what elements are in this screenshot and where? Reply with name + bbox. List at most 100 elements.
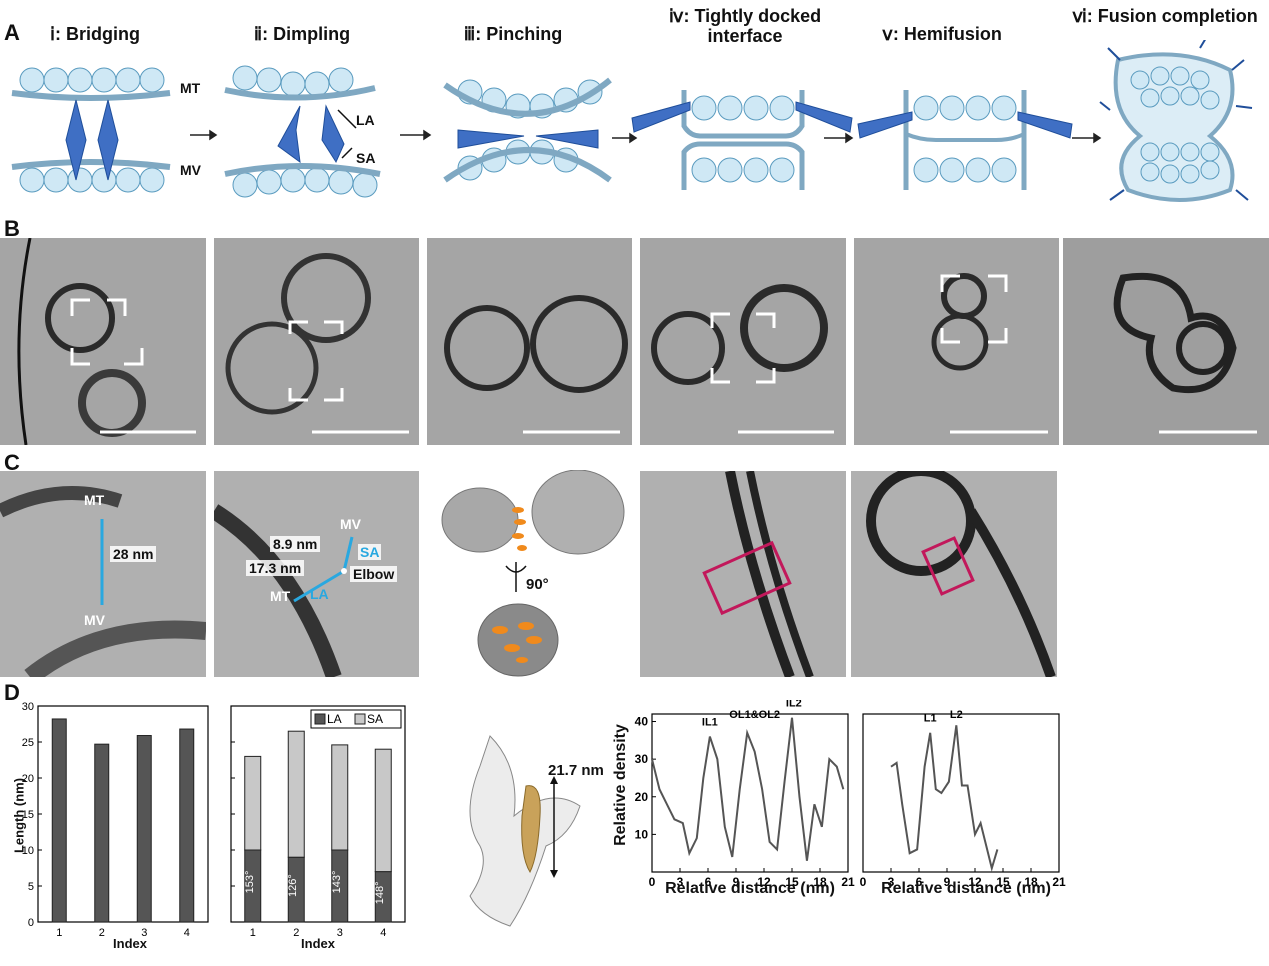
chart1-ylabel: Length (nm) bbox=[11, 777, 27, 854]
chart2-legend-swatch-sa bbox=[354, 713, 366, 725]
stage-dimpling-drawing bbox=[232, 65, 378, 198]
chart2-legend-sa: SA bbox=[367, 712, 383, 726]
chart1-ytick-label: 25 bbox=[22, 737, 34, 749]
chart3-ytick-label: 40 bbox=[635, 715, 649, 729]
c2-label-elbow: Elbow bbox=[350, 566, 398, 582]
chart-length: 0 5 10 15 20 25 30 1 2 3 4 bbox=[22, 701, 209, 939]
chart3-xtick-label: 3 bbox=[677, 875, 684, 889]
chart4-frame bbox=[862, 713, 1060, 873]
chart2-legend-la: LA bbox=[327, 712, 342, 726]
c2-dist-la: 17.3 nm bbox=[246, 560, 305, 576]
em-image-docked bbox=[640, 238, 846, 445]
chart1-ytick-label: 0 bbox=[28, 917, 34, 929]
c1-label-mt: MT bbox=[84, 492, 105, 508]
chart2-xlabel: Index bbox=[301, 936, 335, 951]
chart3-annotation: IL1 bbox=[702, 716, 718, 728]
label-la: LA bbox=[356, 112, 375, 128]
chart2-angle-label: 126° bbox=[287, 874, 299, 897]
stage-pinching-drawing bbox=[443, 77, 612, 183]
chart1-xtick-label: 3 bbox=[141, 927, 147, 939]
chart1-ytick-label: 15 bbox=[22, 809, 34, 821]
c2-label-la: LA bbox=[310, 586, 329, 602]
chart3-xlabel: Relative distance (nm) bbox=[665, 880, 835, 897]
chart2-bar-sa bbox=[374, 748, 392, 873]
stage-title-pinching: ⅲ: Pinching bbox=[463, 24, 563, 44]
vesicle-3d-render bbox=[441, 470, 625, 677]
chart3-ylabel: Relative density bbox=[612, 724, 629, 846]
fusion-schematic bbox=[11, 40, 1253, 202]
chart2-xtick-label: 3 bbox=[337, 927, 343, 939]
chart3-ytick-label: 20 bbox=[635, 790, 649, 804]
chart3-frame bbox=[651, 713, 849, 873]
density-length-label: 21.7 nm bbox=[548, 762, 604, 779]
em-image-bridging bbox=[0, 238, 206, 445]
c2-dist-sa: 8.9 nm bbox=[270, 536, 321, 552]
chart4-line bbox=[890, 725, 999, 873]
stage-title-fusion: ⅵ: Fusion completion bbox=[1072, 6, 1258, 26]
panel-letter-a: A bbox=[4, 20, 20, 45]
chart2-angle-label: 143° bbox=[331, 871, 343, 894]
em-image-fusion bbox=[1063, 238, 1269, 445]
chart3-ytick-label: 10 bbox=[635, 827, 649, 841]
em-image-pinching bbox=[427, 238, 632, 445]
chart1-ytick-label: 20 bbox=[22, 773, 34, 785]
chart4-xtick-label: 3 bbox=[888, 875, 895, 889]
chart2-xtick-label: 2 bbox=[293, 927, 299, 939]
chart1-bar bbox=[94, 743, 110, 923]
chart1-xtick-label: 1 bbox=[56, 927, 62, 939]
stage-title-docked: ⅳ: Tightly docked interface bbox=[668, 6, 822, 46]
chart2-bar-sa bbox=[244, 755, 262, 851]
chart1-ytick-label: 10 bbox=[22, 845, 34, 857]
panel-letter-b: B bbox=[4, 216, 20, 241]
label-sa: SA bbox=[356, 150, 376, 166]
density-map-render bbox=[469, 735, 581, 927]
chart2-bar-sa bbox=[287, 730, 305, 858]
chart4-xtick-label: 9 bbox=[944, 875, 951, 889]
em-zoom-docked bbox=[640, 471, 846, 677]
chart1-xtick-label: 4 bbox=[184, 927, 190, 939]
label-mt: MT bbox=[180, 80, 201, 96]
c2-label-mv: MV bbox=[340, 516, 361, 532]
c1-distance: 28 nm bbox=[110, 546, 157, 562]
chart1-xlabel: Index bbox=[113, 936, 147, 951]
chart1-bar bbox=[136, 735, 152, 923]
chart4-xtick-label: 21 bbox=[1052, 875, 1066, 889]
chart1-bar bbox=[179, 728, 195, 923]
chart4-xtick-label: 15 bbox=[996, 875, 1010, 889]
chart1-ytick-label: 5 bbox=[28, 881, 34, 893]
em-zoom-hemifusion bbox=[851, 471, 1057, 677]
chart1-xtick-label: 2 bbox=[99, 927, 105, 939]
chart1-bar bbox=[51, 718, 67, 923]
chart2-legend-swatch-la bbox=[314, 713, 326, 725]
c2-label-sa: SA bbox=[358, 544, 382, 560]
chart1-ytick-label: 30 bbox=[22, 701, 34, 713]
chart3-xtick-label: 6 bbox=[705, 875, 712, 889]
em-image-dimpling bbox=[214, 238, 419, 445]
chart4-annotation: L2 bbox=[950, 709, 963, 721]
chart3-line bbox=[651, 717, 845, 861]
chart4-xtick-label: 12 bbox=[968, 875, 982, 889]
chart4-xlabel: Relative distance (nm) bbox=[881, 880, 1051, 897]
c2-label-mt: MT bbox=[270, 588, 291, 604]
c1-label-mv: MV bbox=[84, 612, 105, 628]
chart4-annotation: L1 bbox=[924, 713, 937, 725]
chart3-annotation: OL1&OL2 bbox=[729, 709, 780, 721]
chart3-annotation: IL2 bbox=[786, 700, 802, 709]
stage-fusion-drawing bbox=[1099, 40, 1253, 202]
stage-title-bridging: ⅰ: Bridging bbox=[50, 24, 140, 44]
panel-letter-d: D bbox=[4, 680, 20, 705]
chart2-angle-label: 153° bbox=[244, 871, 256, 894]
chart3-xtick-label: 18 bbox=[813, 875, 827, 889]
chart2-xtick-label: 4 bbox=[380, 927, 386, 939]
chart-length-plot: 0 5 10 15 20 25 30 1 2 3 4 bbox=[22, 701, 209, 939]
chart4-xtick-label: 6 bbox=[916, 875, 923, 889]
chart3-xtick-label: 12 bbox=[757, 875, 771, 889]
chart2-xtick-label: 1 bbox=[250, 927, 256, 939]
chart2-bar-sa bbox=[331, 744, 349, 851]
chart4-xtick-label: 0 bbox=[860, 875, 867, 889]
chart3-xtick-label: 15 bbox=[785, 875, 799, 889]
